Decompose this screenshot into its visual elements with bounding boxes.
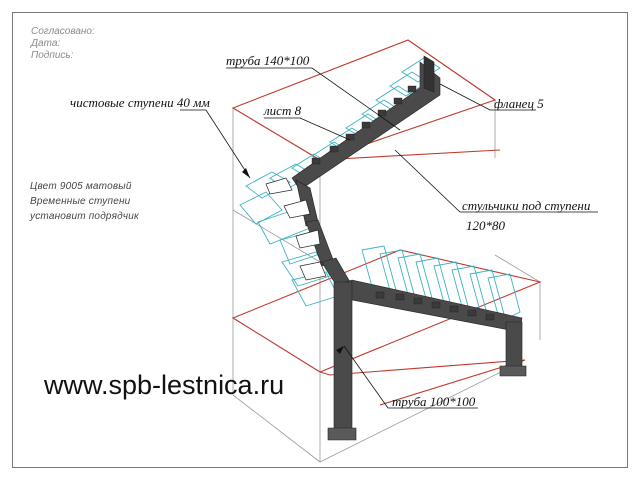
sheet-frame: [12, 12, 628, 468]
website-url: www.spb-lestnica.ru: [44, 370, 285, 400]
note-color: Цвет 9005 матовый: [30, 181, 132, 192]
label-pipe-140: труба 140*100: [226, 53, 310, 68]
arrow-heads: [242, 168, 344, 354]
note-contractor: установит подрядчик: [30, 211, 139, 222]
label-stools-size: 120*80: [466, 218, 505, 233]
label-finish-steps: чистовые ступени 40 мм: [70, 95, 210, 110]
approval-signature: Подпись:: [31, 50, 74, 61]
note-temporary-steps: Временные ступени: [30, 196, 131, 207]
approval-agreed: Согласовано:: [31, 26, 95, 37]
step-stools: [311, 85, 495, 321]
steel-stringer: [291, 55, 527, 441]
sheet-plates: [265, 177, 327, 281]
label-stools: стульчики под ступени: [462, 198, 591, 213]
label-pipe-100: труба 100*100: [392, 394, 476, 409]
approval-date: Дата:: [31, 38, 61, 49]
label-flange-5: фланец 5: [494, 96, 544, 111]
leader-lines: [180, 67, 598, 409]
label-sheet-8: лист 8: [264, 103, 302, 118]
